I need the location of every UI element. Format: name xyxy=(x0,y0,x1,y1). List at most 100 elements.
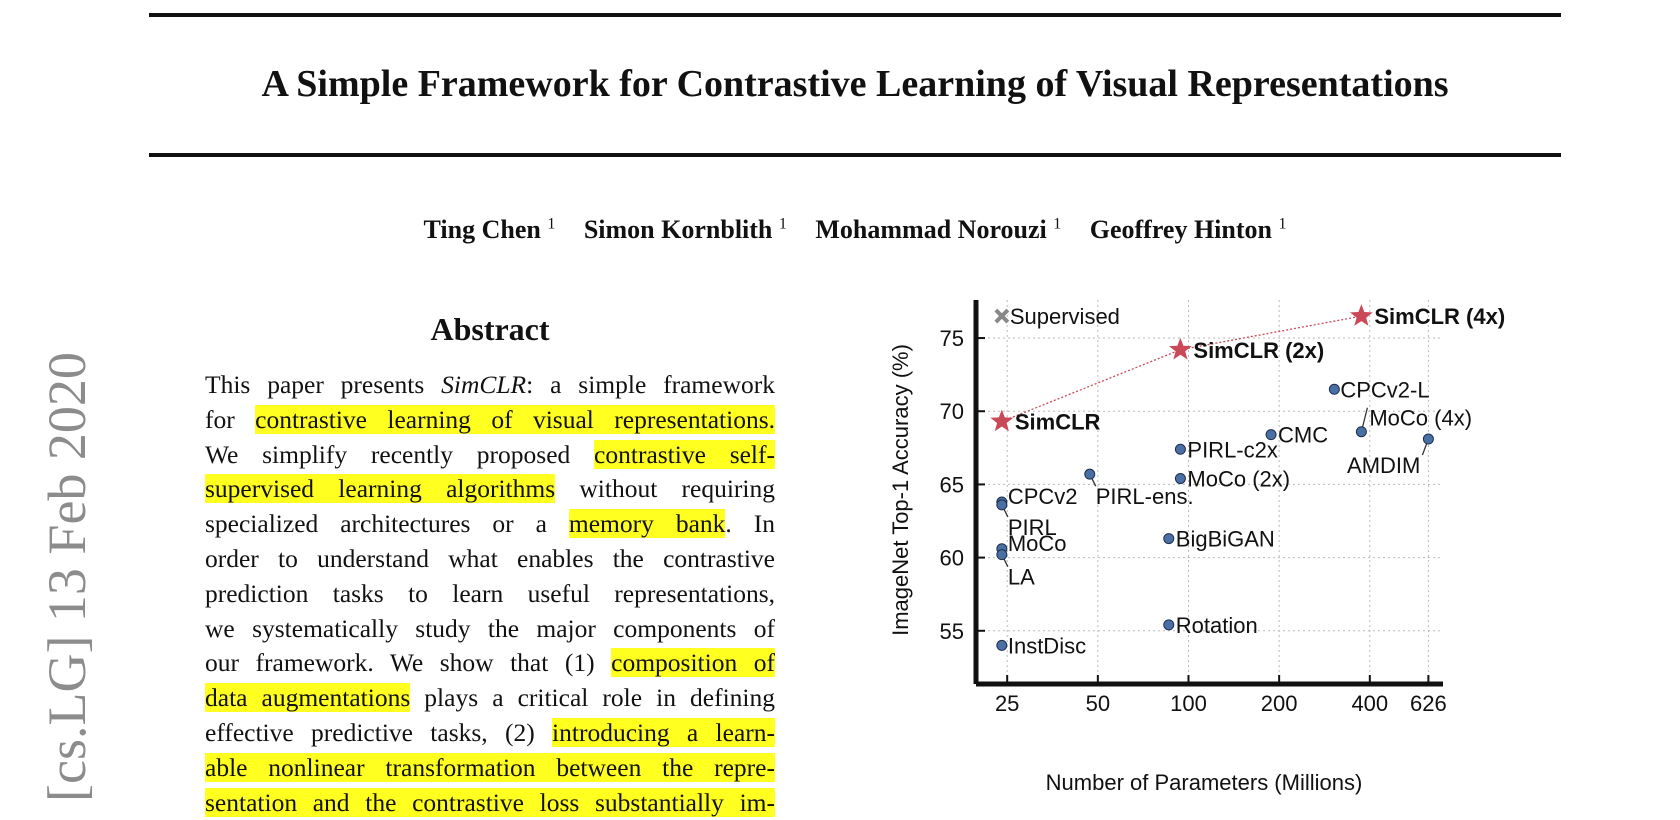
abstract-line: order to understand what enables the con… xyxy=(205,542,775,577)
abstract-line: supervised learning algorithms without r… xyxy=(205,472,775,507)
y-tick-label: 70 xyxy=(940,399,964,424)
supervised-label: Supervised xyxy=(1010,304,1120,329)
chart-grid xyxy=(978,300,1443,682)
author-affiliation: 1 xyxy=(1053,215,1062,233)
y-tick-label: 75 xyxy=(940,326,964,351)
abstract-text: . In xyxy=(725,509,775,539)
simclr-star-marker xyxy=(1169,337,1192,360)
x-tick-label: 200 xyxy=(1261,691,1298,716)
abstract-body: This paper presents SimCLR: a simple fra… xyxy=(205,368,776,820)
author-name: Simon Kornblith xyxy=(583,215,773,244)
abstract-heading: Abstract xyxy=(430,311,550,347)
point-label: CPCv2-L xyxy=(1340,377,1429,402)
abstract-text: : a simple framework xyxy=(526,370,775,399)
abstract-text: our framework. We show that (1) xyxy=(205,648,612,678)
highlighted-text: introducing a learn- xyxy=(552,717,775,747)
chart-tick-labels: 25 50 100 200 400 626 55 60 65 70 75 xyxy=(940,326,1447,716)
highlighted-text: data augmentations xyxy=(205,683,411,713)
abstract-line: specialized architectures or a memory ba… xyxy=(205,507,775,542)
data-point xyxy=(1355,426,1367,438)
simclr-label: SimCLR xyxy=(1015,409,1101,434)
point-label: PIRL-c2x xyxy=(1187,437,1277,462)
author: Geoffrey Hinton 1 xyxy=(1090,215,1287,244)
highlighted-text: contrastive self- xyxy=(594,439,776,469)
abstract-text: without requiring xyxy=(555,474,775,504)
accuracy-vs-parameters-chart: 25 50 100 200 400 626 55 60 65 70 75 CPCv2-L MoCo (… xyxy=(888,300,1505,795)
author: Simon Kornblith 1 xyxy=(584,215,787,244)
highlighted-text: memory bank xyxy=(568,509,726,539)
data-point xyxy=(996,549,1008,561)
abstract-text: prediction tasks to learn useful represe… xyxy=(205,578,775,608)
abstract-text: We simplify recently proposed xyxy=(205,439,595,469)
highlighted-text: sentation and the contrastive loss subst… xyxy=(205,787,775,817)
highlighted-text: supervised learning algorithms xyxy=(205,474,556,504)
title-bottom-rule xyxy=(149,153,1561,157)
paper-title: A Simple Framework for Contrastive Learn… xyxy=(261,63,1449,105)
abstract-line: sentation and the contrastive loss subst… xyxy=(205,786,775,820)
y-tick-label: 60 xyxy=(940,546,964,571)
point-label: Rotation xyxy=(1176,613,1258,638)
data-point xyxy=(1174,473,1186,485)
data-point xyxy=(1328,383,1340,395)
x-tick-label: 626 xyxy=(1410,691,1447,716)
data-point xyxy=(1163,619,1175,631)
highlighted-text: contrastive learning of visual represent… xyxy=(255,404,775,434)
chart-axes xyxy=(973,300,1443,687)
point-label: MoCo (4x) xyxy=(1369,406,1472,431)
x-axis-label: Number of Parameters (Millions) xyxy=(1046,770,1363,795)
point-label: InstDisc xyxy=(1008,633,1086,658)
author-affiliation: 1 xyxy=(547,215,556,233)
data-point xyxy=(1174,443,1186,455)
y-tick-label: 55 xyxy=(940,619,964,644)
data-point xyxy=(1422,433,1434,445)
author-list: Ting Chen 1 Simon Kornblith 1 Mohammad N… xyxy=(149,215,1561,245)
author-name: Ting Chen xyxy=(423,215,541,244)
abstract-text: SimCLR xyxy=(441,370,527,399)
abstract-text: specialized architectures or a xyxy=(205,509,569,539)
simclr-trend-line xyxy=(1001,315,1362,423)
author: Ting Chen 1 xyxy=(424,215,556,244)
highlighted-text: able nonlinear transformation between th… xyxy=(205,752,775,782)
data-point xyxy=(996,499,1008,511)
title-top-rule xyxy=(149,13,1561,17)
abstract-line: able nonlinear transformation between th… xyxy=(205,751,775,786)
abstract-text: we systematically study the major compon… xyxy=(205,613,775,643)
abstract-line: our framework. We show that (1) composit… xyxy=(205,646,775,681)
author: Mohammad Norouzi 1 xyxy=(815,215,1061,244)
author-affiliation: 1 xyxy=(778,215,787,233)
abstract-line: We simplify recently proposed contrastiv… xyxy=(205,438,776,473)
data-point xyxy=(1084,468,1096,480)
simclr-label: SimCLR (4x) xyxy=(1374,304,1505,329)
data-point xyxy=(996,639,1008,651)
abstract-text: plays a critical role in defining xyxy=(410,683,775,713)
y-axis-label: ImageNet Top-1 Accuracy (%) xyxy=(888,344,913,636)
x-tick-label: 100 xyxy=(1170,691,1207,716)
point-label: PIRL-ens. xyxy=(1096,484,1194,509)
abstract-line: for contrastive learning of visual repre… xyxy=(205,403,775,438)
abstract-line: we systematically study the major compon… xyxy=(205,612,775,647)
supervised-marker-stroke xyxy=(994,308,1010,324)
data-point xyxy=(1163,533,1175,545)
point-label: AMDIM xyxy=(1347,453,1420,478)
abstract-line: prediction tasks to learn useful represe… xyxy=(205,577,775,612)
x-tick-label: 50 xyxy=(1086,691,1110,716)
x-tick-label: 400 xyxy=(1351,691,1388,716)
simclr-star-marker xyxy=(990,409,1014,432)
abstract-line: effective predictive tasks, (2) introduc… xyxy=(205,716,775,751)
arxiv-sidebar-stamp: [cs.LG] 13 Feb 2020 xyxy=(37,352,97,802)
y-tick-label: 65 xyxy=(940,472,964,497)
simclr-star-marker xyxy=(1350,304,1373,326)
abstract-text: This paper presents xyxy=(205,370,442,399)
abstract-text: order to understand what enables the con… xyxy=(205,543,775,573)
author-name: Mohammad Norouzi xyxy=(815,215,1047,244)
data-point xyxy=(1265,429,1277,441)
abstract-line: data augmentations plays a critical role… xyxy=(205,681,775,716)
x-tick-label: 25 xyxy=(995,691,1019,716)
point-label: LA xyxy=(1008,565,1035,590)
point-label: MoCo (2x) xyxy=(1187,467,1290,492)
highlighted-text: composition of xyxy=(611,648,775,678)
author-name: Geoffrey Hinton xyxy=(1089,215,1272,244)
point-label: CPCv2 xyxy=(1008,484,1078,509)
abstract-text: effective predictive tasks, (2) xyxy=(205,717,553,747)
